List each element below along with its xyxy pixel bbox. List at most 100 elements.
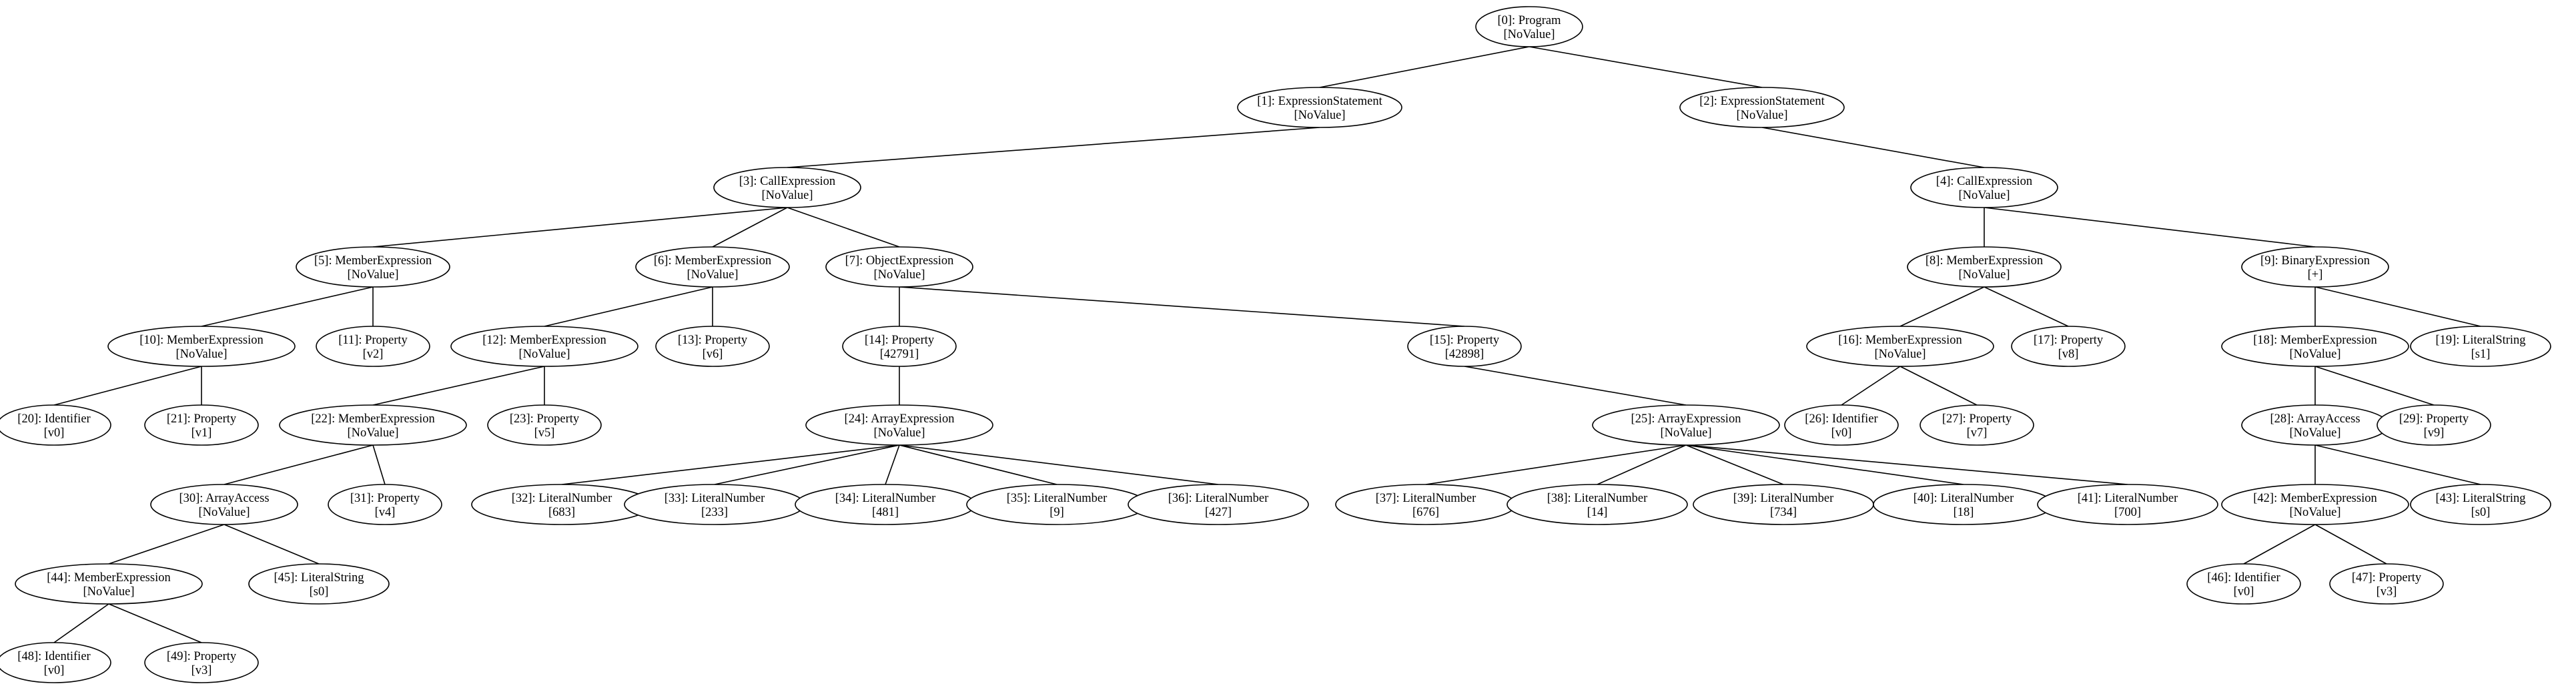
- node-value-label: [233]: [701, 506, 728, 519]
- node-ellipse: [2037, 484, 2218, 525]
- node-10-member-expression: [10]: MemberExpression[NoValue]: [107, 326, 296, 367]
- node-42-member-expression: [42]: MemberExpression[NoValue]: [2221, 484, 2409, 525]
- edge-25-37: [1425, 444, 1687, 485]
- node-38-literal-number: [38]: LiteralNumber[14]: [1507, 484, 1688, 525]
- edge-3-5: [372, 207, 788, 248]
- node-2-expression-statement: [2]: ExpressionStatement[NoValue]: [1679, 87, 1845, 128]
- node-value-label: [NoValue]: [687, 268, 738, 282]
- node-type-label: [45]: LiteralString: [274, 571, 364, 585]
- node-49-property: [49]: Property[v3]: [144, 642, 259, 683]
- node-value-label: [v2]: [363, 348, 384, 361]
- node-ellipse: [279, 404, 467, 446]
- node-type-label: [43]: LiteralString: [2435, 492, 2525, 505]
- node-16-member-expression: [16]: MemberExpression[NoValue]: [1806, 326, 1994, 367]
- node-label: [11]: Property[v2]: [338, 334, 408, 361]
- node-value-label: [481]: [872, 506, 899, 519]
- edge-3-6: [712, 207, 788, 248]
- node-ellipse: [1592, 404, 1780, 446]
- node-label: [26]: Identifier[v0]: [1805, 412, 1877, 440]
- node-ellipse: [713, 167, 861, 208]
- node-19-literal-string: [19]: LiteralString[s1]: [2410, 326, 2551, 367]
- node-value-label: [NoValue]: [1736, 109, 1787, 122]
- node-ellipse: [107, 326, 296, 367]
- node-44-member-expression: [44]: MemberExpression[NoValue]: [15, 563, 203, 605]
- node-label: [44]: MemberExpression[NoValue]: [47, 571, 170, 599]
- node-type-label: [48]: Identifier: [17, 650, 90, 663]
- node-type-label: [23]: Property: [510, 412, 580, 426]
- node-ellipse: [144, 404, 259, 446]
- node-ellipse: [825, 246, 973, 288]
- node-type-label: [26]: Identifier: [1805, 412, 1877, 426]
- node-ellipse: [1407, 326, 1522, 367]
- node-value-label: [NoValue]: [83, 585, 134, 599]
- node-type-label: [16]: MemberExpression: [1838, 334, 1962, 347]
- node-ellipse: [450, 326, 638, 367]
- edge-3-7: [787, 207, 900, 248]
- node-value-label: [700]: [2114, 506, 2141, 519]
- node-type-label: [27]: Property: [1942, 412, 2012, 426]
- edge-42-46: [2243, 524, 2316, 565]
- node-label: [35]: LiteralNumber[9]: [1007, 492, 1108, 519]
- edge-30-44: [108, 524, 225, 565]
- node-0-program: [0]: Program[NoValue]: [1475, 6, 1583, 47]
- node-label: [38]: LiteralNumber[14]: [1547, 492, 1648, 519]
- node-type-label: [18]: MemberExpression: [2253, 334, 2377, 347]
- node-value-label: [NoValue]: [347, 268, 398, 282]
- node-label: [6]: MemberExpression[NoValue]: [654, 254, 771, 282]
- node-label: [7]: ObjectExpression[NoValue]: [845, 254, 954, 282]
- edge-15-25: [1464, 366, 1687, 406]
- node-ellipse: [2011, 326, 2126, 367]
- node-type-label: [38]: LiteralNumber: [1547, 492, 1648, 505]
- edge-25-40: [1685, 444, 1964, 485]
- node-ellipse: [1907, 246, 2062, 288]
- node-ellipse: [842, 326, 957, 367]
- node-type-label: [3]: CallExpression: [739, 175, 835, 188]
- edge-22-31: [372, 444, 386, 485]
- node-label: [46]: Identifier[v0]: [2207, 571, 2280, 599]
- node-type-label: [41]: LiteralNumber: [2078, 492, 2178, 505]
- edge-25-41: [1685, 444, 2128, 485]
- edge-25-38: [1597, 444, 1687, 485]
- node-value-label: [NoValue]: [873, 426, 925, 440]
- node-ellipse: [2221, 484, 2409, 525]
- node-label: [25]: ArrayExpression[NoValue]: [1631, 412, 1741, 440]
- node-ellipse: [1919, 404, 2034, 446]
- node-type-label: [17]: Property: [2034, 334, 2104, 347]
- edge-24-33: [714, 444, 900, 485]
- edge-1-3: [787, 127, 1320, 168]
- node-label: [13]: Property[v6]: [678, 334, 748, 361]
- node-value-label: [NoValue]: [1958, 189, 2010, 202]
- node-3-call-expression: [3]: CallExpression[NoValue]: [713, 167, 861, 208]
- node-value-label: [v3]: [2377, 585, 2397, 599]
- node-type-label: [22]: MemberExpression: [311, 412, 434, 426]
- node-5-member-expression: [5]: MemberExpression[NoValue]: [296, 246, 450, 288]
- node-label: [29]: Property[v9]: [2399, 412, 2469, 440]
- node-value-label: [18]: [1954, 506, 1974, 519]
- edge-8-17: [1984, 286, 2069, 327]
- node-label: [41]: LiteralNumber[700]: [2078, 492, 2178, 519]
- node-type-label: [49]: Property: [167, 650, 237, 663]
- node-46-identifier: [46]: Identifier[v0]: [2186, 563, 2301, 605]
- node-17-property: [17]: Property[v8]: [2011, 326, 2126, 367]
- node-29-property: [29]: Property[v9]: [2377, 404, 2491, 446]
- node-25-array-expression: [25]: ArrayExpression[NoValue]: [1592, 404, 1780, 446]
- node-41-literal-number: [41]: LiteralNumber[700]: [2037, 484, 2218, 525]
- node-type-label: [40]: LiteralNumber: [1913, 492, 2014, 505]
- node-24-array-expression: [24]: ArrayExpression[NoValue]: [805, 404, 993, 446]
- node-label: [36]: LiteralNumber[427]: [1168, 492, 1269, 519]
- node-label: [30]: ArrayAccess[NoValue]: [179, 492, 269, 519]
- node-4-call-expression: [4]: CallExpression[NoValue]: [1910, 167, 2058, 208]
- node-value-label: [v0]: [44, 664, 65, 677]
- node-ellipse: [1784, 404, 1899, 446]
- node-type-label: [0]: Program: [1497, 14, 1561, 27]
- node-type-label: [14]: Property: [865, 334, 935, 347]
- node-value-label: [NoValue]: [2289, 506, 2340, 519]
- node-value-label: [v0]: [1831, 426, 1852, 440]
- node-value-label: [NoValue]: [1503, 28, 1555, 41]
- node-18-member-expression: [18]: MemberExpression[NoValue]: [2221, 326, 2409, 367]
- edge-8-16: [1899, 286, 1985, 327]
- node-ellipse: [2241, 246, 2389, 288]
- edge-9-19: [2314, 286, 2481, 327]
- node-type-label: [11]: Property: [338, 334, 408, 347]
